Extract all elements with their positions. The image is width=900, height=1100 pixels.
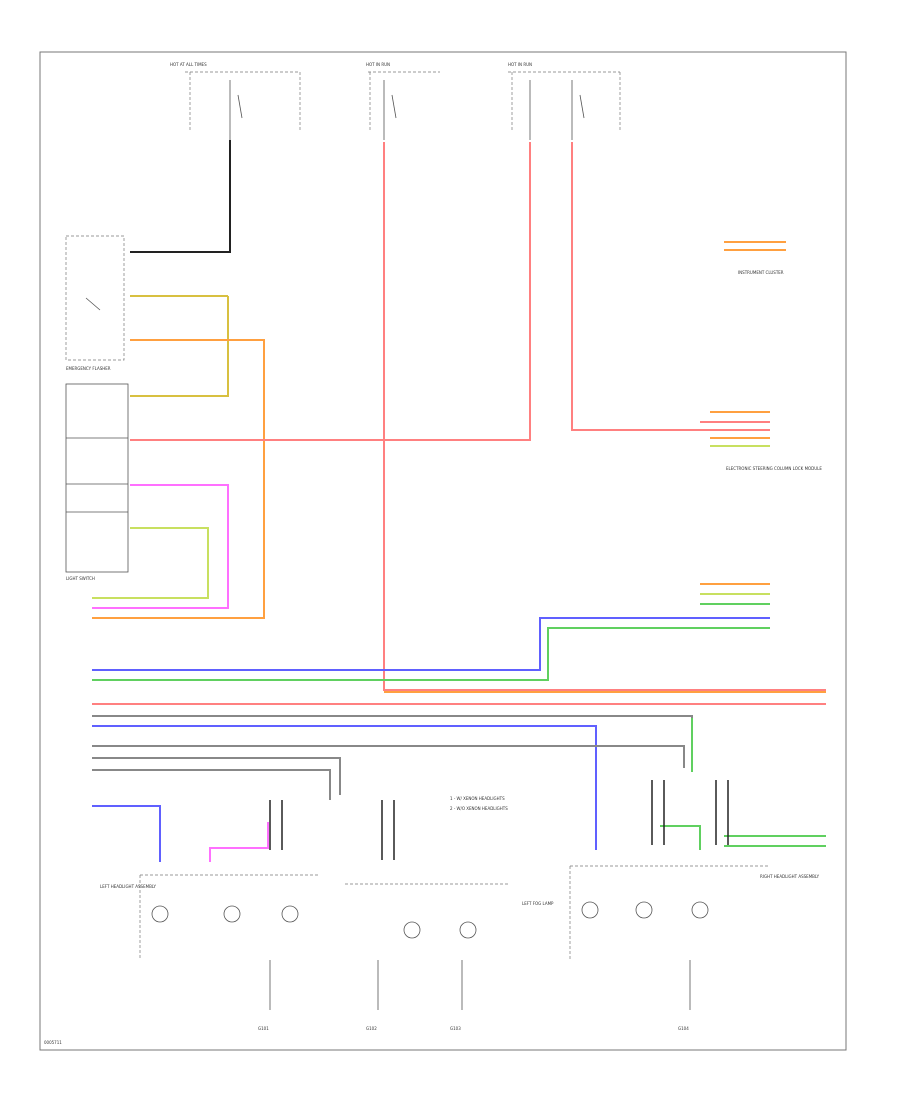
center-fog-label: LEFT FOG LAMP — [522, 901, 554, 906]
steering-module-label: ELECTRONIC STEERING COLUMN LOCK MODULE — [726, 466, 822, 471]
wire-grey-1 — [92, 715, 693, 760]
wire-blue-long — [92, 617, 770, 671]
right-connector-cluster: INSTRUMENT CLUSTER ELECTRONIC STEERING C… — [700, 241, 822, 605]
wire-grey-3 — [92, 757, 341, 795]
top-fuse-block-3: HOT IN RUN — [508, 62, 621, 140]
wire-red-top — [130, 142, 531, 441]
emergency-flasher-switch: EMERGENCY FLASHER — [65, 235, 125, 371]
right-headlight-assembly: RIGHT HEADLIGHT ASSEMBLY — [569, 865, 820, 960]
right-headlight-label: RIGHT HEADLIGHT ASSEMBLY — [760, 874, 820, 879]
svg-text:G102: G102 — [366, 1026, 377, 1031]
top-fuse-block-2: HOT IN RUN — [366, 62, 440, 140]
top-fuse-block-1: HOT AT ALL TIMES — [170, 62, 301, 140]
ground-4: G104 — [678, 960, 691, 1031]
wire-green-long — [92, 627, 770, 681]
wire-blue-down — [92, 725, 597, 850]
wire-black-top — [130, 140, 231, 253]
ground-3: G103 — [450, 960, 463, 1031]
wire-blue-short — [92, 805, 161, 862]
page-number: 0005711 — [44, 1040, 62, 1045]
wire-red-long — [383, 142, 826, 691]
top-fuse-label-1: HOT AT ALL TIMES — [170, 62, 207, 67]
left-headlight-label: LEFT HEADLIGHT ASSEMBLY — [100, 884, 157, 889]
center-fog-assembly: LEFT FOG LAMP — [345, 883, 554, 939]
wire-grey-2 — [92, 745, 685, 768]
top-fuse-label-2: HOT IN RUN — [366, 62, 390, 67]
wire-red-right — [571, 142, 770, 431]
light-switch-label: LIGHT SWITCH — [66, 576, 95, 581]
wire-lightgreen — [92, 527, 209, 599]
wire-orange-main — [92, 339, 265, 619]
instrument-cluster-label: INSTRUMENT CLUSTER — [738, 270, 784, 275]
emergency-flasher-label: EMERGENCY FLASHER — [66, 366, 111, 371]
svg-text:G104: G104 — [678, 1026, 689, 1031]
ground-2: G102 — [366, 960, 379, 1031]
left-headlight-assembly: LEFT HEADLIGHT ASSEMBLY — [100, 874, 320, 960]
wire-pink — [92, 484, 229, 609]
svg-text:G103: G103 — [450, 1026, 461, 1031]
connector-stubs — [269, 780, 729, 860]
wire-grey-4 — [92, 769, 331, 800]
ground-1: G101 — [258, 960, 271, 1031]
wire-pink-short — [209, 822, 269, 862]
svg-text:G101: G101 — [258, 1026, 269, 1031]
wire-yellow-2 — [130, 296, 229, 397]
light-switch: LIGHT SWITCH — [65, 383, 129, 581]
diagram-frame — [39, 51, 847, 1051]
note-1: 1 - W/ XENON HEADLIGHTS — [450, 796, 505, 801]
top-fuse-label-3: HOT IN RUN — [508, 62, 532, 67]
wire-green-right-1 — [660, 825, 701, 850]
note-2: 2 - W/O XENON HEADLIGHTS — [450, 806, 508, 811]
